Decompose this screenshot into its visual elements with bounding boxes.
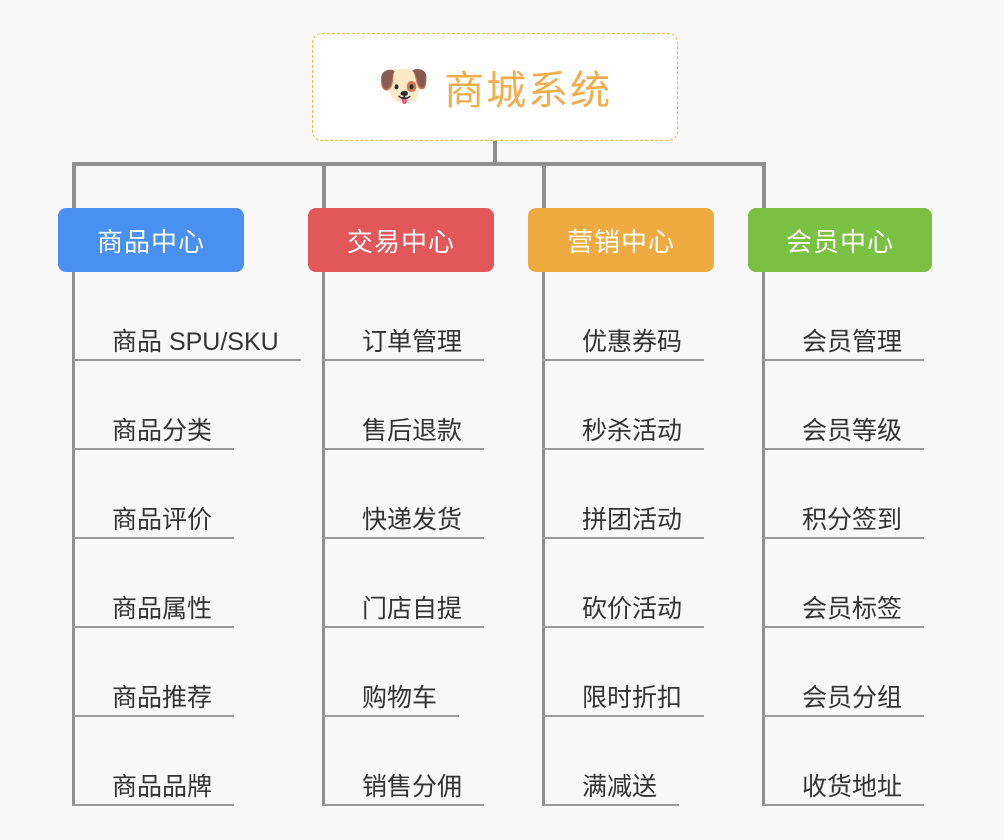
- leaf-item-underline: [322, 715, 459, 717]
- dog-face-icon: 🐶: [377, 62, 431, 109]
- leaf-item[interactable]: 砍价活动: [542, 539, 762, 628]
- leaf-item[interactable]: 商品 SPU/SKU: [72, 272, 301, 361]
- leaf-item-underline: [542, 537, 704, 539]
- leaf-column-member-center: 会员管理会员等级积分签到会员标签会员分组收货地址: [762, 272, 982, 806]
- leaf-item-label: 积分签到: [802, 506, 903, 534]
- leaf-item-underline: [762, 448, 924, 450]
- connector-root-stem: [493, 141, 497, 166]
- leaf-item[interactable]: 商品分类: [72, 361, 292, 450]
- leaf-item-underline: [72, 448, 234, 450]
- category-box-marketing-center[interactable]: 营销中心: [528, 208, 714, 272]
- leaf-trunk-marketing-center: [542, 272, 545, 806]
- leaf-item-underline: [322, 626, 484, 628]
- leaf-item-underline: [762, 804, 924, 806]
- leaf-item-label: 商品分类: [112, 417, 213, 445]
- category-label-member-center: 会员中心: [785, 226, 894, 257]
- leaf-item-underline: [322, 804, 484, 806]
- root-node[interactable]: 🐶 商城系统: [312, 33, 678, 141]
- leaf-trunk-product-center: [72, 272, 75, 806]
- leaf-item-label: 会员分组: [802, 684, 903, 712]
- leaf-item-label: 订单管理: [362, 328, 463, 356]
- leaf-item-label: 商品推荐: [112, 684, 213, 712]
- leaf-item-underline: [322, 448, 484, 450]
- leaf-item-underline: [762, 537, 924, 539]
- root-title: 商城系统: [444, 69, 613, 113]
- leaf-item-label: 优惠券码: [582, 328, 683, 356]
- leaf-item-label: 会员标签: [802, 595, 903, 623]
- leaf-item[interactable]: 限时折扣: [542, 628, 762, 717]
- leaf-item[interactable]: 会员管理: [762, 272, 982, 361]
- leaf-item[interactable]: 商品属性: [72, 539, 292, 628]
- leaf-item-label: 秒杀活动: [582, 417, 683, 445]
- leaf-item-label: 商品评价: [112, 506, 213, 534]
- leaf-item-label: 快递发货: [362, 506, 463, 534]
- category-box-trade-center[interactable]: 交易中心: [308, 208, 494, 272]
- leaf-item-label: 满减送: [582, 773, 658, 801]
- leaf-item-label: 销售分佣: [362, 773, 463, 801]
- leaf-item[interactable]: 积分签到: [762, 450, 982, 539]
- leaf-item-underline: [542, 804, 679, 806]
- leaf-item[interactable]: 门店自提: [322, 539, 542, 628]
- leaf-item[interactable]: 销售分佣: [322, 717, 542, 806]
- category-label-trade-center: 交易中心: [346, 226, 455, 257]
- connector-drop-member-center: [762, 162, 766, 208]
- leaf-item-underline: [762, 715, 924, 717]
- leaf-item[interactable]: 售后退款: [322, 361, 542, 450]
- leaf-item-label: 拼团活动: [582, 506, 683, 534]
- leaf-item-underline: [542, 448, 704, 450]
- leaf-item[interactable]: 会员标签: [762, 539, 982, 628]
- leaf-item[interactable]: 会员分组: [762, 628, 982, 717]
- leaf-item-label: 商品 SPU/SKU: [112, 328, 279, 356]
- leaf-column-trade-center: 订单管理售后退款快递发货门店自提购物车销售分佣: [322, 272, 542, 806]
- leaf-item-underline: [72, 715, 234, 717]
- leaf-item-underline: [72, 804, 234, 806]
- leaf-item-label: 限时折扣: [582, 684, 683, 712]
- connector-drop-product-center: [72, 162, 76, 208]
- leaf-item-underline: [72, 359, 301, 361]
- leaf-item[interactable]: 收货地址: [762, 717, 982, 806]
- leaf-item-underline: [322, 359, 484, 361]
- leaf-item-label: 门店自提: [362, 595, 463, 623]
- leaf-item-label: 会员管理: [802, 328, 903, 356]
- leaf-item-underline: [322, 537, 484, 539]
- leaf-item[interactable]: 商品评价: [72, 450, 292, 539]
- leaf-item-underline: [542, 626, 704, 628]
- category-label-marketing-center: 营销中心: [566, 226, 675, 257]
- leaf-item[interactable]: 快递发货: [322, 450, 542, 539]
- leaf-item[interactable]: 购物车: [322, 628, 542, 717]
- leaf-item[interactable]: 会员等级: [762, 361, 982, 450]
- leaf-item-underline: [762, 626, 924, 628]
- leaf-item-underline: [542, 359, 704, 361]
- category-label-product-center: 商品中心: [96, 226, 205, 257]
- leaf-item-underline: [542, 715, 704, 717]
- leaf-item[interactable]: 拼团活动: [542, 450, 762, 539]
- leaf-item-label: 收货地址: [802, 773, 903, 801]
- leaf-item-label: 商品属性: [112, 595, 213, 623]
- leaf-trunk-member-center: [762, 272, 765, 806]
- leaf-column-marketing-center: 优惠券码秒杀活动拼团活动砍价活动限时折扣满减送: [542, 272, 762, 806]
- leaf-item-label: 会员等级: [802, 417, 903, 445]
- leaf-item-underline: [762, 359, 924, 361]
- category-box-product-center[interactable]: 商品中心: [58, 208, 244, 272]
- leaf-item[interactable]: 商品推荐: [72, 628, 292, 717]
- leaf-item[interactable]: 秒杀活动: [542, 361, 762, 450]
- leaf-item-label: 购物车: [362, 684, 438, 712]
- connector-bus: [72, 162, 766, 166]
- category-box-member-center[interactable]: 会员中心: [748, 208, 932, 272]
- leaf-item[interactable]: 商品品牌: [72, 717, 292, 806]
- leaf-item-underline: [72, 626, 234, 628]
- connector-drop-marketing-center: [542, 162, 546, 208]
- leaf-item[interactable]: 订单管理: [322, 272, 542, 361]
- leaf-trunk-trade-center: [322, 272, 325, 806]
- leaf-item-label: 砍价活动: [582, 595, 683, 623]
- leaf-item-label: 商品品牌: [112, 773, 213, 801]
- leaf-item[interactable]: 满减送: [542, 717, 762, 806]
- leaf-item-underline: [72, 537, 234, 539]
- leaf-column-product-center: 商品 SPU/SKU 商品分类商品评价商品属性商品推荐商品品牌: [72, 272, 301, 806]
- connector-drop-trade-center: [322, 162, 326, 208]
- leaf-item[interactable]: 优惠券码: [542, 272, 762, 361]
- leaf-item-label: 售后退款: [362, 417, 463, 445]
